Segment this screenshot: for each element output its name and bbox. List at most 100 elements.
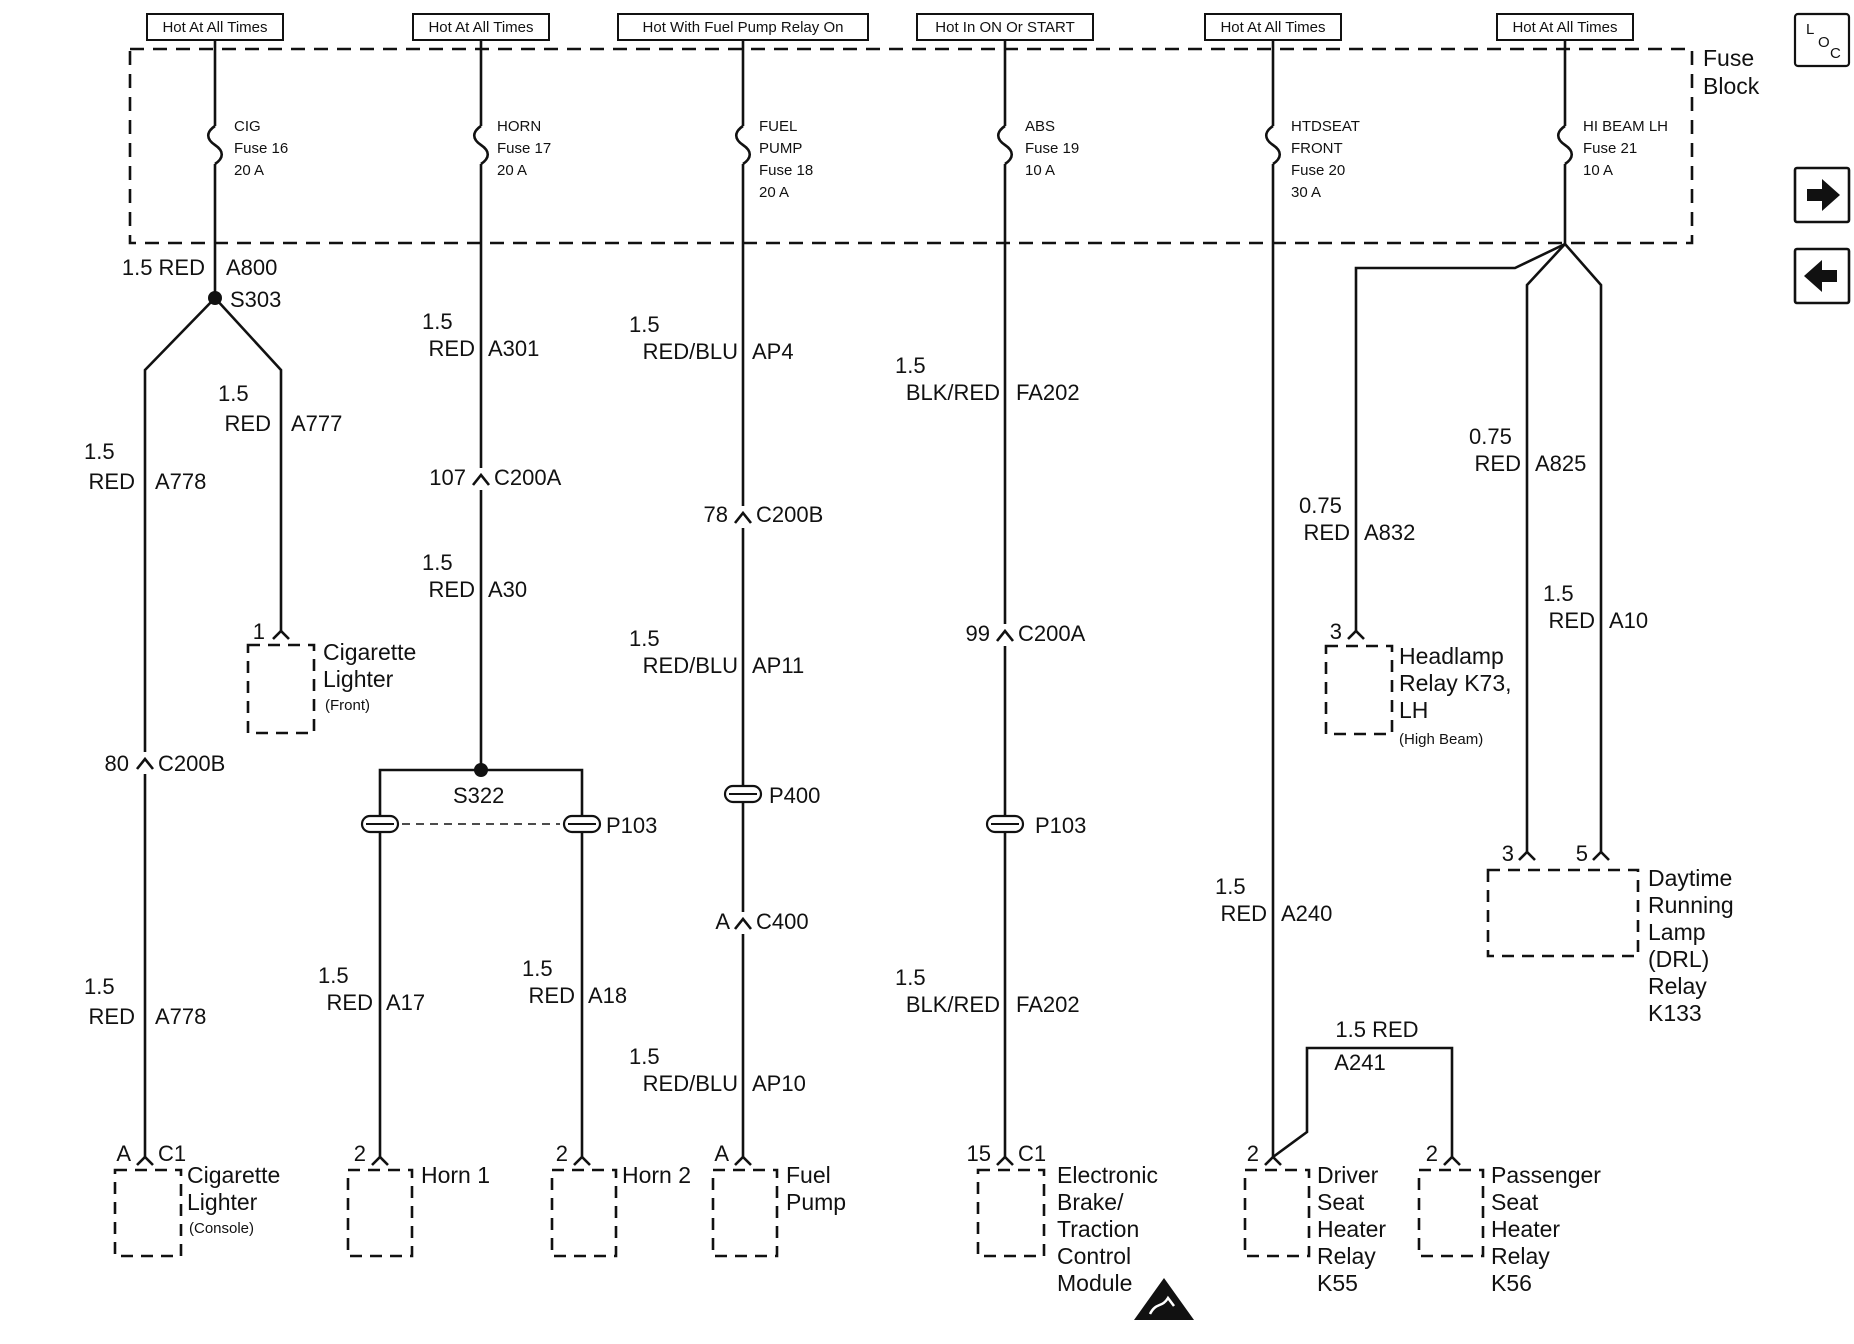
connector-c200b-pin: 78	[704, 502, 728, 527]
fuse-19-label: 10 A	[1025, 162, 1055, 179]
fuse-18-label: FUEL	[759, 118, 797, 135]
wire-a800-spec: 1.5 RED	[122, 255, 205, 280]
wire-ap11-color: RED/BLU	[643, 653, 738, 678]
wire-a778-id: A778	[155, 469, 206, 494]
wire-a18-id: A18	[588, 983, 627, 1008]
wire-a10-id: A10	[1609, 608, 1648, 633]
wire-a10-size: 1.5	[1543, 581, 1574, 606]
component-passenger-seat: Relay	[1491, 1243, 1550, 1269]
connector-c200b-name: C200B	[756, 502, 823, 527]
component-passenger-seat: Heater	[1491, 1216, 1560, 1242]
splice-s303-label: S303	[230, 287, 281, 312]
pin-label: 2	[1247, 1141, 1259, 1166]
component-ebtcm: Module	[1057, 1270, 1132, 1296]
pin-label: 15	[967, 1141, 991, 1166]
splice-s322-label: S322	[453, 783, 504, 808]
pin-label: 3	[1502, 841, 1514, 866]
wire-a301-id: A301	[488, 336, 539, 361]
component-drl-relay: Relay	[1648, 973, 1707, 999]
fuse-19-label: ABS	[1025, 118, 1055, 135]
wire-a18-color: RED	[529, 983, 575, 1008]
wire-a301-size: 1.5	[422, 309, 453, 334]
pin-label: 2	[556, 1141, 568, 1166]
wire-ap11-size: 1.5	[629, 626, 660, 651]
connector-c200a-name: C200A	[1018, 621, 1086, 646]
wire-ap10-size: 1.5	[629, 1044, 660, 1069]
fuse-17-label: HORN	[497, 118, 541, 135]
component-lighter-front: Cigarette	[323, 639, 416, 665]
fuse-18-label: Fuse 18	[759, 162, 813, 179]
connector-c1-label: C1	[158, 1141, 186, 1166]
fuse-16-label: 20 A	[234, 162, 264, 179]
component-lighter-console: Lighter	[187, 1189, 258, 1215]
headlamp-relay-box	[1324, 644, 1394, 736]
hot-label-fuel: Hot With Fuel Pump Relay On	[643, 19, 844, 36]
connector-c400-name: C400	[756, 909, 809, 934]
component-drl-relay: Running	[1648, 892, 1734, 918]
component-drl-relay: Daytime	[1648, 865, 1732, 891]
component-passenger-seat: Seat	[1491, 1189, 1539, 1215]
passenger-seat-box	[1417, 1168, 1485, 1258]
horn2-box	[550, 1168, 618, 1258]
pin-label: 5	[1576, 841, 1588, 866]
wire-fa202-size: 1.5	[895, 965, 926, 990]
wire-labels: 1.5 RED A800 S303 1.5 RED A777 1.5 RED A…	[84, 255, 1648, 1096]
component-lighter-front-note: (Front)	[325, 697, 370, 714]
wire-a825-color: RED	[1475, 451, 1521, 476]
wire-ap4-id: AP4	[752, 339, 794, 364]
circuit-horn	[346, 49, 618, 1258]
component-drl-relay: K133	[1648, 1000, 1702, 1026]
pin-label: 3	[1330, 619, 1342, 644]
wire-a777-size: 1.5	[218, 381, 249, 406]
location-button[interactable]: L O C	[1793, 12, 1851, 68]
splice-p103-label: P103	[606, 813, 657, 838]
previous-page-button[interactable]	[1793, 247, 1851, 305]
pin-label: A	[116, 1141, 131, 1166]
wire-a240-size: 1.5	[1215, 874, 1246, 899]
splice-s303-dot	[208, 291, 222, 305]
fuse-18-label: 20 A	[759, 184, 789, 201]
wire-a30-color: RED	[429, 577, 475, 602]
wire-a241-id: A241	[1334, 1050, 1385, 1075]
component-headlamp-relay: LH	[1399, 697, 1428, 723]
fuse-20-label: 30 A	[1291, 184, 1321, 201]
fuse-21-label: 10 A	[1583, 162, 1613, 179]
wire-fa202-size: 1.5	[895, 353, 926, 378]
arrow-right-icon	[1807, 179, 1840, 211]
wire-a17-size: 1.5	[318, 963, 349, 988]
wire-a778-id: A778	[155, 1004, 206, 1029]
fuse-19-label: Fuse 19	[1025, 140, 1079, 157]
wire-ap4-size: 1.5	[629, 312, 660, 337]
wire-a832-id: A832	[1364, 520, 1415, 545]
component-ebtcm: Control	[1057, 1243, 1131, 1269]
wire-fa202-color: BLK/RED	[906, 380, 1000, 405]
component-headlamp-relay: Headlamp	[1399, 643, 1504, 669]
component-drl-relay: (DRL)	[1648, 946, 1709, 972]
wire-ap11-id: AP11	[752, 653, 804, 678]
horn1-box	[346, 1168, 414, 1258]
component-driver-seat: Seat	[1317, 1189, 1365, 1215]
wire-a800-id: A800	[226, 255, 277, 280]
fuse-17-label: 20 A	[497, 162, 527, 179]
lighter-front-box	[246, 643, 316, 735]
wire-ap4-color: RED/BLU	[643, 339, 738, 364]
wire-a777-id: A777	[291, 411, 342, 436]
connector-c200a-pin: 99	[966, 621, 990, 646]
hot-label-abs: Hot In ON Or START	[935, 19, 1074, 36]
component-ebtcm: Brake/	[1057, 1189, 1124, 1215]
next-page-button[interactable]	[1793, 166, 1851, 224]
component-ebtcm: Traction	[1057, 1216, 1139, 1242]
component-horn2: Horn 2	[622, 1162, 691, 1188]
component-headlamp-relay: Relay K73,	[1399, 670, 1512, 696]
loc-letter: C	[1830, 45, 1841, 62]
connector-c200b-pin: 80	[105, 751, 129, 776]
component-ebtcm: Electronic	[1057, 1162, 1158, 1188]
splice-s322-dot	[474, 763, 488, 777]
component-lighter-console-note: (Console)	[189, 1220, 254, 1237]
hot-labels: Hot At All Times Hot At All Times Hot Wi…	[146, 13, 1634, 41]
circuit-hibeam	[1324, 49, 1640, 958]
fuse-20-label: FRONT	[1291, 140, 1343, 157]
wire-a778-size: 1.5	[84, 974, 115, 999]
component-fuel-pump: Fuel	[786, 1162, 831, 1188]
